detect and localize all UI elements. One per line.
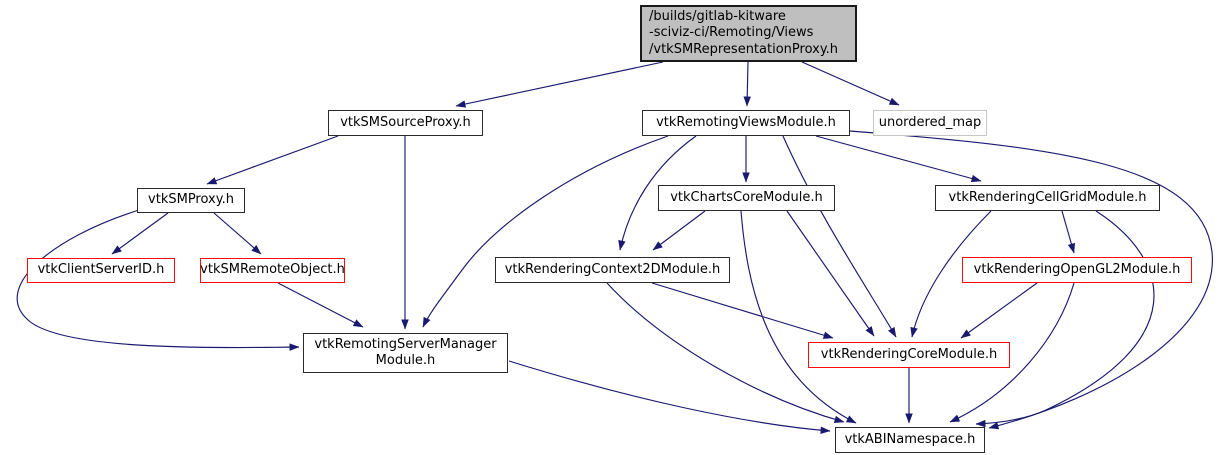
edge-vtkRenderingCellGridModule_h-to-vtkRenderingCoreModule_h bbox=[910, 210, 992, 338]
node-vtkRenderingCoreModule_h[interactable]: vtkRenderingCoreModule.h bbox=[808, 342, 1010, 368]
node-label: vtkSMRemoteObject.h bbox=[200, 262, 345, 278]
node-vtkRemotingServerManagerModule_h[interactable]: vtkRemotingServerManager Module.h bbox=[303, 333, 508, 373]
node-vtkSMProxy_h[interactable]: vtkSMProxy.h bbox=[137, 188, 245, 213]
edge-vtkRemotingViewsModule_h-to-vtkRemotingServerManagerModule_h bbox=[422, 135, 669, 328]
edge-vtkRemotingViewsModule_h-to-vtkRenderingCellGridModule_h bbox=[815, 135, 982, 183]
edge-vtkRenderingOpenGL2Module_h-to-vtkRenderingCoreModule_h bbox=[960, 282, 1038, 339]
edge-vtkSMProxy_h-to-vtkClientServerID_h bbox=[111, 212, 169, 255]
edge-vtkChartsCoreModule_h-to-vtkRenderingContext2DModule_h bbox=[652, 210, 706, 251]
node-label: unordered_map bbox=[878, 114, 982, 130]
edge-vtkRemotingViewsModule_h-to-vtkRenderingCoreModule_h bbox=[782, 135, 897, 338]
node-label: /builds/gitlab-kitware -sciviz-ci/Remoti… bbox=[649, 9, 839, 57]
node-vtkSMRepresentationProxy: /builds/gitlab-kitware -sciviz-ci/Remoti… bbox=[640, 5, 857, 62]
node-vtkClientServerID_h[interactable]: vtkClientServerID.h bbox=[27, 258, 175, 283]
edge-vtkRenderingCellGridModule_h-to-vtkABINamespace_h bbox=[975, 210, 1155, 428]
edge-vtkRemotingViewsModule_h-to-vtkRenderingContext2DModule_h bbox=[618, 135, 697, 251]
node-vtkSMRemoteObject_h[interactable]: vtkSMRemoteObject.h bbox=[200, 258, 345, 283]
node-label: vtkABINamespace.h bbox=[844, 431, 976, 447]
edge-vtkRemotingViewsModule_h-to-vtkABINamespace_h bbox=[849, 130, 1213, 430]
node-label: vtkSMSourceProxy.h bbox=[340, 114, 471, 130]
node-label: vtkSMProxy.h bbox=[148, 192, 234, 208]
node-vtkSMSourceProxy_h[interactable]: vtkSMSourceProxy.h bbox=[328, 110, 483, 136]
edge-group bbox=[16, 61, 1213, 434]
edge-vtkSMRepresentationProxy-to-vtkSMSourceProxy_h bbox=[455, 61, 664, 108]
edge-vtkChartsCoreModule_h-to-vtkRenderingCoreModule_h bbox=[786, 210, 875, 337]
node-vtkRemotingViewsModule_h[interactable]: vtkRemotingViewsModule.h bbox=[642, 110, 850, 136]
edge-vtkSMSourceProxy_h-to-vtkSMProxy_h bbox=[206, 135, 339, 185]
node-label: vtkRenderingContext2DModule.h bbox=[504, 261, 721, 277]
node-unordered_map: unordered_map bbox=[873, 110, 987, 136]
node-label: vtkRemotingServerManager Module.h bbox=[314, 336, 497, 368]
edge-vtkSMRemoteObject_h-to-vtkRemotingServerManagerModule_h bbox=[277, 282, 364, 328]
node-label: vtkChartsCoreModule.h bbox=[670, 189, 823, 205]
node-label: vtkRenderingCellGridModule.h bbox=[948, 189, 1147, 205]
edge-vtkSMRepresentationProxy-to-unordered_map bbox=[801, 61, 900, 106]
node-label: vtkClientServerID.h bbox=[37, 262, 165, 278]
edge-vtkRemotingServerManagerModule_h-to-vtkABINamespace_h bbox=[508, 360, 831, 434]
node-label: vtkRemotingViewsModule.h bbox=[656, 114, 836, 130]
node-vtkChartsCoreModule_h[interactable]: vtkChartsCoreModule.h bbox=[658, 185, 835, 211]
edge-vtkRenderingContext2DModule_h-to-vtkRenderingCoreModule_h bbox=[651, 282, 834, 339]
edge-vtkChartsCoreModule_h-to-vtkABINamespace_h bbox=[740, 210, 857, 424]
edge-vtkSMProxy_h-to-vtkSMRemoteObject_h bbox=[213, 212, 262, 255]
edge-vtkSMRepresentationProxy-to-vtkRemotingViewsModule_h bbox=[743, 61, 751, 107]
node-label: vtkRenderingOpenGL2Module.h bbox=[973, 261, 1181, 277]
node-vtkRenderingOpenGL2Module_h[interactable]: vtkRenderingOpenGL2Module.h bbox=[962, 257, 1192, 283]
edge-vtkRenderingOpenGL2Module_h-to-vtkABINamespace_h bbox=[949, 282, 1075, 423]
node-vtkRenderingContext2DModule_h[interactable]: vtkRenderingContext2DModule.h bbox=[495, 257, 730, 283]
node-vtkABINamespace_h[interactable]: vtkABINamespace.h bbox=[835, 427, 985, 453]
edge-vtkRenderingCellGridModule_h-to-vtkRenderingOpenGL2Module_h bbox=[1061, 210, 1075, 254]
node-label: vtkRenderingCoreModule.h bbox=[820, 346, 998, 362]
edge-vtkSMProxy_h-to-vtkRemotingServerManagerModule_h bbox=[16, 209, 300, 351]
node-vtkRenderingCellGridModule_h[interactable]: vtkRenderingCellGridModule.h bbox=[935, 185, 1160, 211]
edge-vtkRenderingContext2DModule_h-to-vtkABINamespace_h bbox=[606, 282, 845, 424]
